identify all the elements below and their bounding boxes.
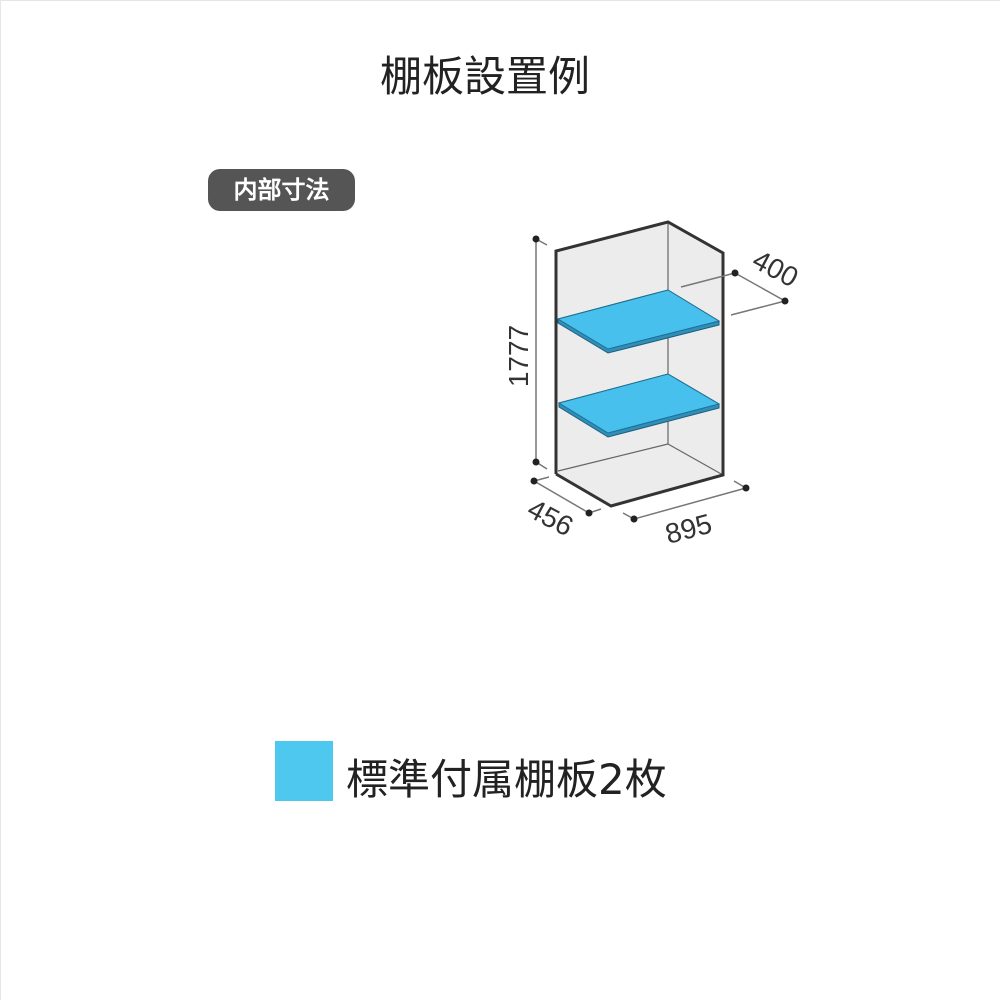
dimension-dot: [630, 515, 638, 523]
cabinet-box: [554, 220, 725, 508]
page-title: 棚板設置例: [379, 52, 590, 101]
dimension-dot: [781, 297, 789, 305]
legend-swatch: [275, 741, 333, 801]
dimension-dot: [585, 509, 593, 517]
depth-label: 456: [523, 493, 579, 542]
dimension-lines: [530, 235, 789, 523]
shelf-lower: [557, 373, 721, 438]
dimension-dot: [742, 484, 750, 492]
dimension-dot: [530, 477, 538, 485]
width-label: 895: [662, 508, 715, 550]
height-label: 1777: [503, 325, 534, 387]
dimension-dot: [532, 235, 540, 243]
dimension-dot: [532, 458, 540, 466]
shelf-depth-label: 400: [748, 244, 804, 293]
shelf-upper: [556, 289, 721, 354]
legend-label: 標準付属棚板2枚: [346, 755, 667, 804]
internal-dimensions-badge: 内部寸法: [208, 169, 355, 211]
dimension-dot: [731, 269, 739, 277]
